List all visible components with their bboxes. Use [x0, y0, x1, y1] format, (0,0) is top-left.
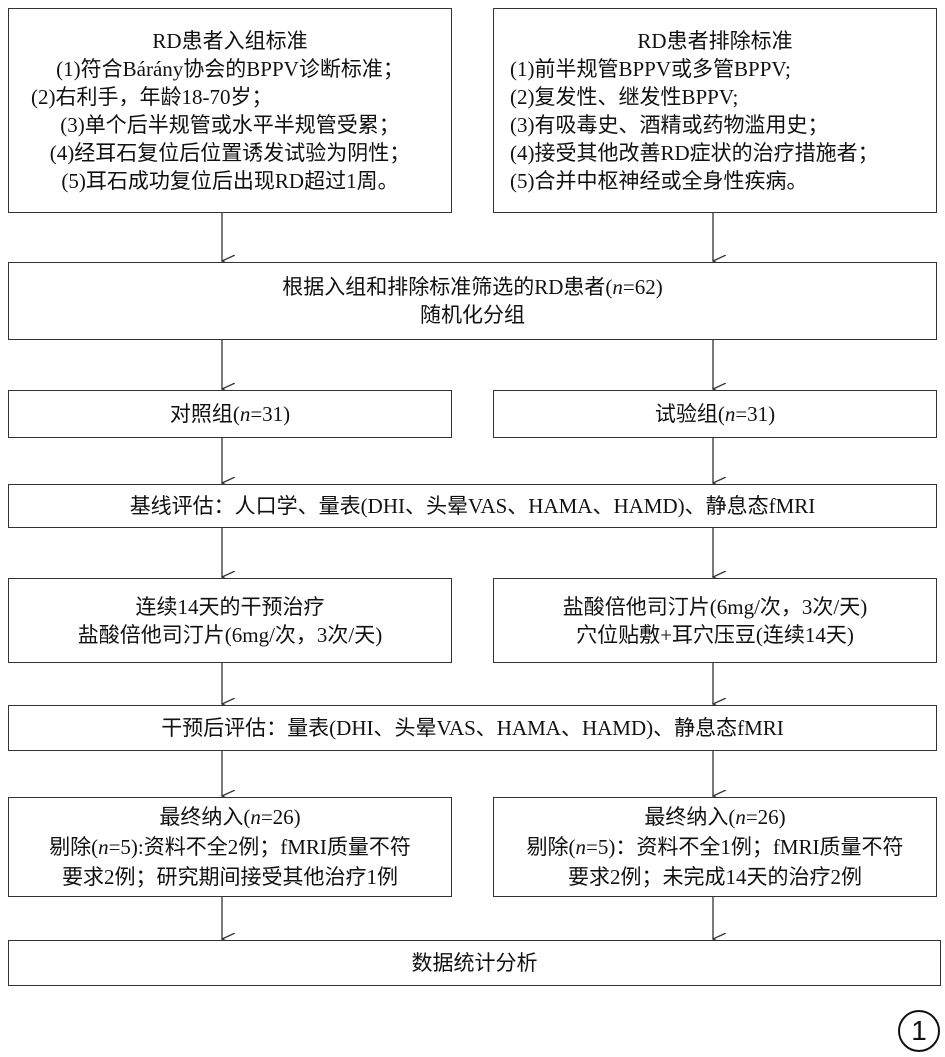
text: =26) [745, 805, 786, 829]
control-treatment-line: 盐酸倍他司汀片(6mg/次，3次/天) [77, 622, 383, 647]
text: =31) [735, 402, 776, 426]
inclusion-item: (5)耳石成功复位后出现RD超过1周。 [61, 168, 399, 193]
inclusion-item: (1)符合Bárány协会的BPPV诊断标准； [56, 56, 404, 81]
exclusion-item: (2)复发性、继发性BPPV; [510, 84, 739, 109]
inclusion-item: (4)经耳石复位后位置诱发试验为阴性； [49, 140, 411, 165]
text: =5)：资料不全1例；fMRI质量不符 [585, 835, 904, 859]
text: =31) [250, 402, 291, 426]
control-group-label: 对照组(n=31) [170, 400, 290, 428]
screening-line2: 随机化分组 [420, 303, 525, 327]
trial-treatment-box: 盐酸倍他司汀片(6mg/次，3次/天) 穴位贴敷+耳穴压豆(连续14天) [493, 578, 937, 663]
inclusion-criteria-box: RD患者入组标准 (1)符合Bárány协会的BPPV诊断标准； (2)右利手，… [8, 8, 452, 213]
exclusion-item: (1)前半规管BPPV或多管BPPV; [510, 56, 791, 81]
inclusion-title: RD患者入组标准 [152, 28, 308, 53]
control-group-box: 对照组(n=31) [8, 390, 452, 438]
text: =26) [260, 805, 301, 829]
n-label: n [612, 275, 623, 299]
trial-group-box: 试验组(n=31) [493, 390, 937, 438]
analysis-box: 数据统计分析 [8, 940, 941, 986]
trial-treatment-line: 穴位贴敷+耳穴压豆(连续14天) [576, 622, 854, 647]
post-assessment-text: 干预后评估：量表(DHI、头晕VAS、HAMA、HAMD)、静息态fMRI [161, 716, 784, 740]
text: 剔除( [49, 835, 99, 859]
exclusion-item: (3)有吸毒史、酒精或药物滥用史； [510, 112, 829, 137]
trial-final-excluded: 剔除(n=5)：资料不全1例；fMRI质量不符 [526, 832, 903, 862]
control-final-excluded: 剔除(n=5):资料不全2例；fMRI质量不符 [49, 832, 411, 862]
post-assessment-box: 干预后评估：量表(DHI、头晕VAS、HAMA、HAMD)、静息态fMRI [8, 705, 937, 751]
text: 试验组( [654, 402, 725, 426]
trial-treatment-line: 盐酸倍他司汀片(6mg/次，3次/天) [562, 594, 868, 619]
control-final-box: 最终纳入(n=26) 剔除(n=5):资料不全2例；fMRI质量不符 要求2例；… [8, 797, 452, 897]
text: 剔除( [526, 835, 576, 859]
text: 根据入组和排除标准筛选的RD患者( [282, 275, 613, 299]
n-label: n [250, 805, 261, 829]
analysis-text: 数据统计分析 [411, 951, 538, 975]
text: 最终纳入( [644, 805, 736, 829]
exclusion-criteria-box: RD患者排除标准 (1)前半规管BPPV或多管BPPV; (2)复发性、继发性B… [493, 8, 937, 213]
n-label: n [724, 402, 736, 426]
text: =62) [622, 275, 663, 299]
inclusion-item: (2)右利手，年龄18-70岁； [31, 84, 273, 109]
inclusion-item: (3)单个后半规管或水平半规管受累； [60, 112, 400, 137]
n-label: n [98, 835, 109, 859]
text: 最终纳入( [159, 805, 251, 829]
trial-final-included: 最终纳入(n=26) [644, 802, 785, 832]
trial-final-excluded-cont: 要求2例；未完成14天的治疗2例 [568, 865, 862, 889]
n-label: n [239, 402, 251, 426]
figure-number: 1 [898, 1010, 940, 1052]
baseline-text: 基线评估：人口学、量表(DHI、头晕VAS、HAMA、HAMD)、静息态fMRI [129, 494, 816, 518]
exclusion-title: RD患者排除标准 [637, 28, 793, 53]
screening-line1: 根据入组和排除标准筛选的RD患者(n=62) [282, 273, 663, 301]
screening-box: 根据入组和排除标准筛选的RD患者(n=62) 随机化分组 [8, 262, 937, 340]
control-treatment-line: 连续14天的干预治疗 [135, 594, 325, 619]
baseline-assessment-box: 基线评估：人口学、量表(DHI、头晕VAS、HAMA、HAMD)、静息态fMRI [8, 484, 937, 528]
n-label: n [735, 805, 746, 829]
n-label: n [575, 835, 586, 859]
control-final-excluded-cont: 要求2例；研究期间接受其他治疗1例 [62, 865, 398, 889]
exclusion-item: (5)合并中枢神经或全身性疾病。 [510, 168, 808, 193]
trial-final-box: 最终纳入(n=26) 剔除(n=5)：资料不全1例；fMRI质量不符 要求2例；… [493, 797, 937, 897]
control-final-included: 最终纳入(n=26) [159, 802, 300, 832]
control-treatment-box: 连续14天的干预治疗 盐酸倍他司汀片(6mg/次，3次/天) [8, 578, 452, 663]
exclusion-item: (4)接受其他改善RD症状的治疗措施者； [510, 140, 879, 165]
text: =5):资料不全2例；fMRI质量不符 [108, 835, 411, 859]
trial-group-label: 试验组(n=31) [655, 400, 775, 428]
text: 对照组( [169, 402, 240, 426]
